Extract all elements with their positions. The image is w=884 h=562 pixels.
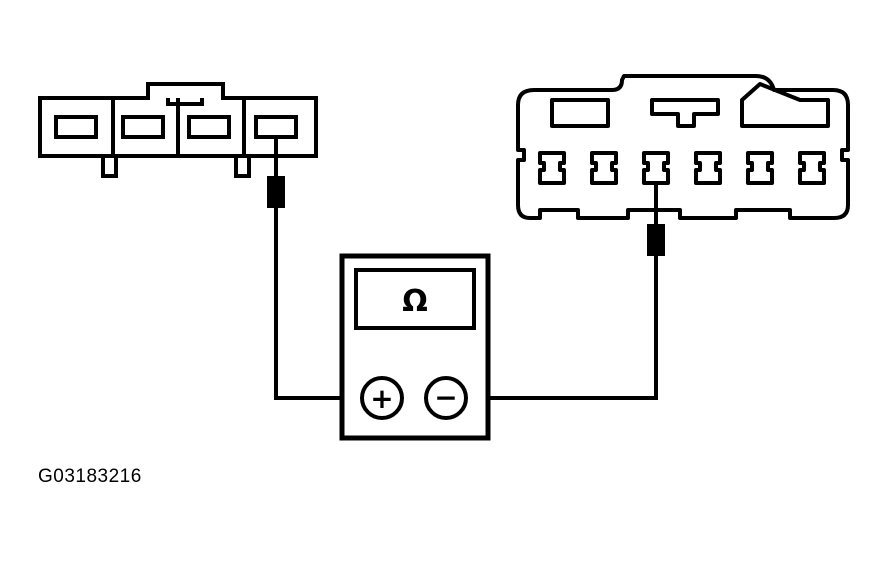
left-connector-latch-peg: [101, 156, 118, 178]
right-connector-cavity: [694, 151, 722, 185]
right-connector-body: [516, 74, 850, 220]
positive-probe-tip: [267, 176, 285, 208]
ohmmeter: Ω + −: [339, 253, 491, 441]
right-connector-cavity: [590, 151, 618, 185]
negative-terminal: [424, 376, 468, 420]
left-connector-cavity: [54, 115, 98, 139]
negative-probe-tip: [647, 224, 665, 256]
left-connector-cavity: [187, 115, 231, 139]
right-connector-cavity-row: [538, 151, 826, 185]
ohmmeter-display: [354, 268, 476, 330]
left-connector-tab: [166, 98, 204, 106]
positive-terminal: [360, 376, 404, 420]
left-connector-cavity: [121, 115, 165, 139]
positive-test-lead: [267, 137, 360, 400]
left-connector-latch-peg: [234, 156, 251, 178]
left-connector-cavity-probed: [254, 115, 298, 139]
ohm-symbol: Ω: [402, 284, 428, 319]
figure-id-label: G03183216: [38, 466, 142, 487]
right-connector-cavity: [746, 151, 774, 185]
right-connector: [516, 74, 850, 220]
right-connector-cavity-probed: [642, 151, 670, 185]
right-connector-slot: [550, 98, 610, 128]
right-connector-cavity: [798, 151, 826, 185]
right-connector-slot: [740, 82, 830, 128]
positive-terminal-label: +: [370, 382, 393, 415]
left-connector-body: [38, 82, 318, 158]
right-connector-key: [650, 98, 720, 128]
negative-terminal-label: −: [434, 381, 457, 414]
right-connector-cavity: [538, 151, 566, 185]
negative-test-lead: [468, 183, 665, 400]
